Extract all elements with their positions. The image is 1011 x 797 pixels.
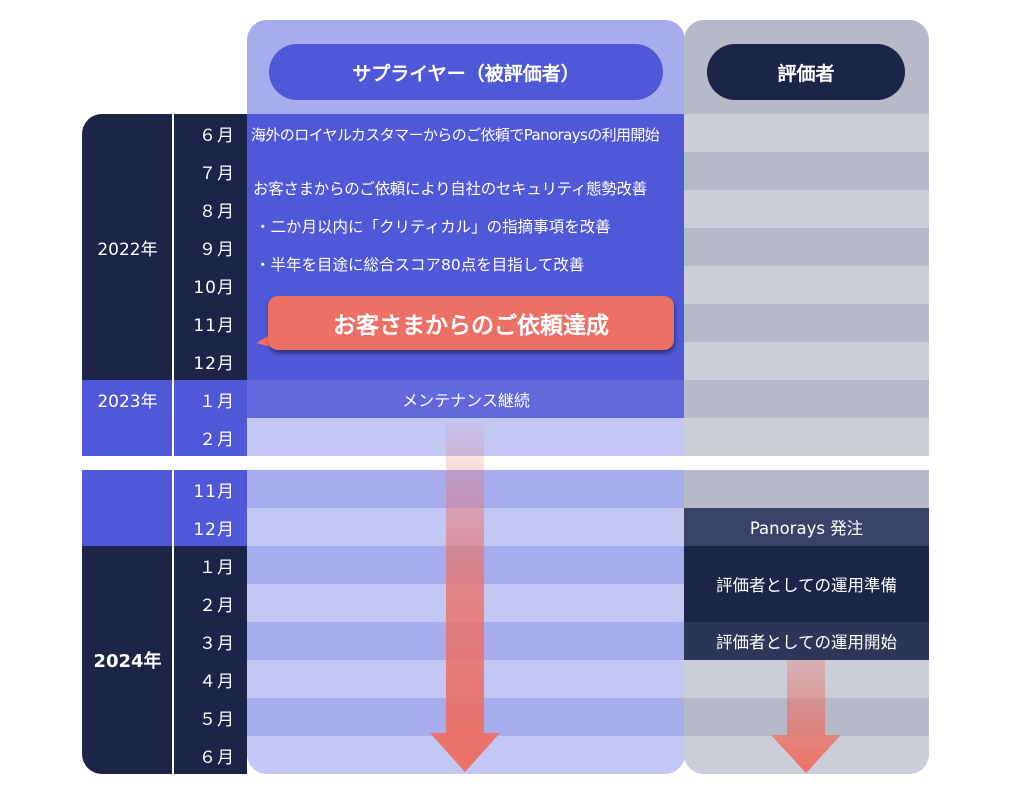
callout-achieved: お客さまからのご依頼達成: [268, 296, 674, 350]
month-label: ６月: [199, 747, 235, 768]
month-label: １月: [199, 557, 235, 578]
month-label: ２月: [199, 595, 235, 616]
supplier-panel: [247, 20, 685, 774]
month-label: ５月: [199, 709, 235, 730]
timeline-top-block: [82, 114, 247, 456]
month-label: １月: [199, 391, 235, 412]
evaluator-prep: 評価者としての運用準備: [715, 576, 897, 595]
timeline-bottom-block: [82, 470, 247, 774]
supplier-arrow: [430, 423, 500, 772]
supplier-bullet-score: ・半年を目途に総合スコア80点を目指して改善: [255, 256, 585, 274]
evaluator-order: Panorays 発注: [749, 519, 864, 538]
supplier-event-start: 海外のロイヤルカスタマーからのご依頼でPanoraysの利用開始: [251, 126, 660, 144]
supplier-event-improve: お客さまからのご依頼により自社のセキュリティ態勢改善: [253, 180, 647, 198]
year-2022: 2022年: [97, 239, 158, 260]
month-label: ７月: [199, 163, 235, 184]
supplier-bullet-critical: ・二か月以内に「クリティカル」の指摘事項を改善: [255, 218, 611, 236]
month-label: ３月: [199, 633, 235, 654]
year-2023: 2023年: [97, 391, 158, 412]
month-label: 11月: [193, 315, 235, 336]
evaluator-panel: [684, 20, 929, 774]
month-label: 12月: [193, 353, 235, 374]
month-label: ６月: [199, 125, 235, 146]
supplier-header: サプライヤー（被評価者）: [269, 44, 663, 100]
month-label: 11月: [193, 481, 235, 502]
month-label: ２月: [199, 429, 235, 450]
month-label: ４月: [199, 671, 235, 692]
month-label: ８月: [199, 201, 235, 222]
evaluator-header: 評価者: [707, 44, 905, 100]
month-label: 10月: [193, 277, 235, 298]
month-label: 12月: [193, 519, 235, 540]
evaluator-arrow: [771, 660, 841, 773]
year-2024: 2024年: [93, 651, 162, 672]
evaluator-start: 評価者としての運用開始: [715, 633, 897, 652]
supplier-maintenance: メンテナンス継続: [402, 391, 530, 410]
month-label: ９月: [199, 239, 235, 260]
